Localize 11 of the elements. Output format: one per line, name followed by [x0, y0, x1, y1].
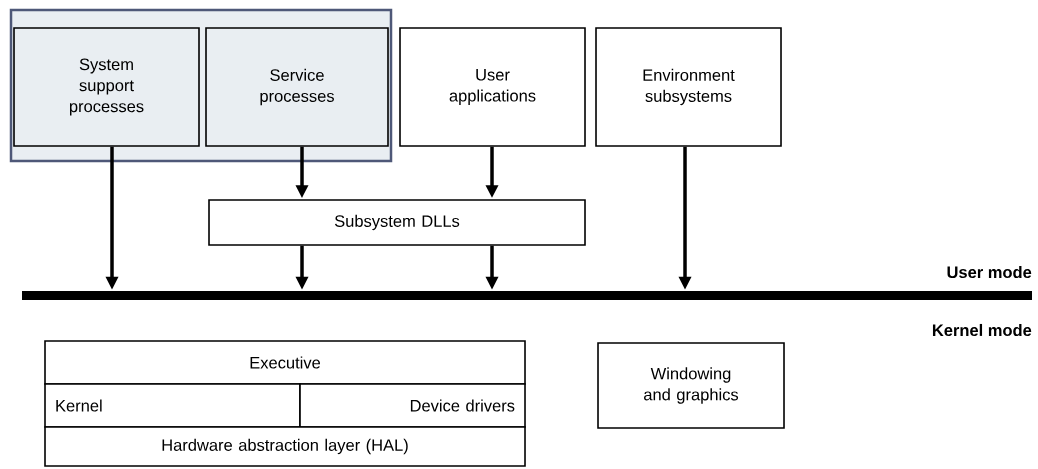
mode-label: Kernel mode: [932, 323, 1032, 337]
layer-cell: Hardware abstraction layer (HAL): [44, 426, 526, 467]
process-box: Service processes: [205, 27, 389, 147]
process-box: User applications: [399, 27, 586, 147]
process-box: System support processes: [13, 27, 200, 147]
mode-divider-bar: [22, 291, 1032, 300]
layer-cell: Device drivers: [299, 383, 526, 428]
layer-cell: Kernel: [44, 383, 301, 428]
process-box: Environment subsystems: [595, 27, 782, 147]
dll-box: Subsystem DLLs: [208, 199, 586, 246]
process-box: Windowing and graphics: [597, 342, 785, 429]
